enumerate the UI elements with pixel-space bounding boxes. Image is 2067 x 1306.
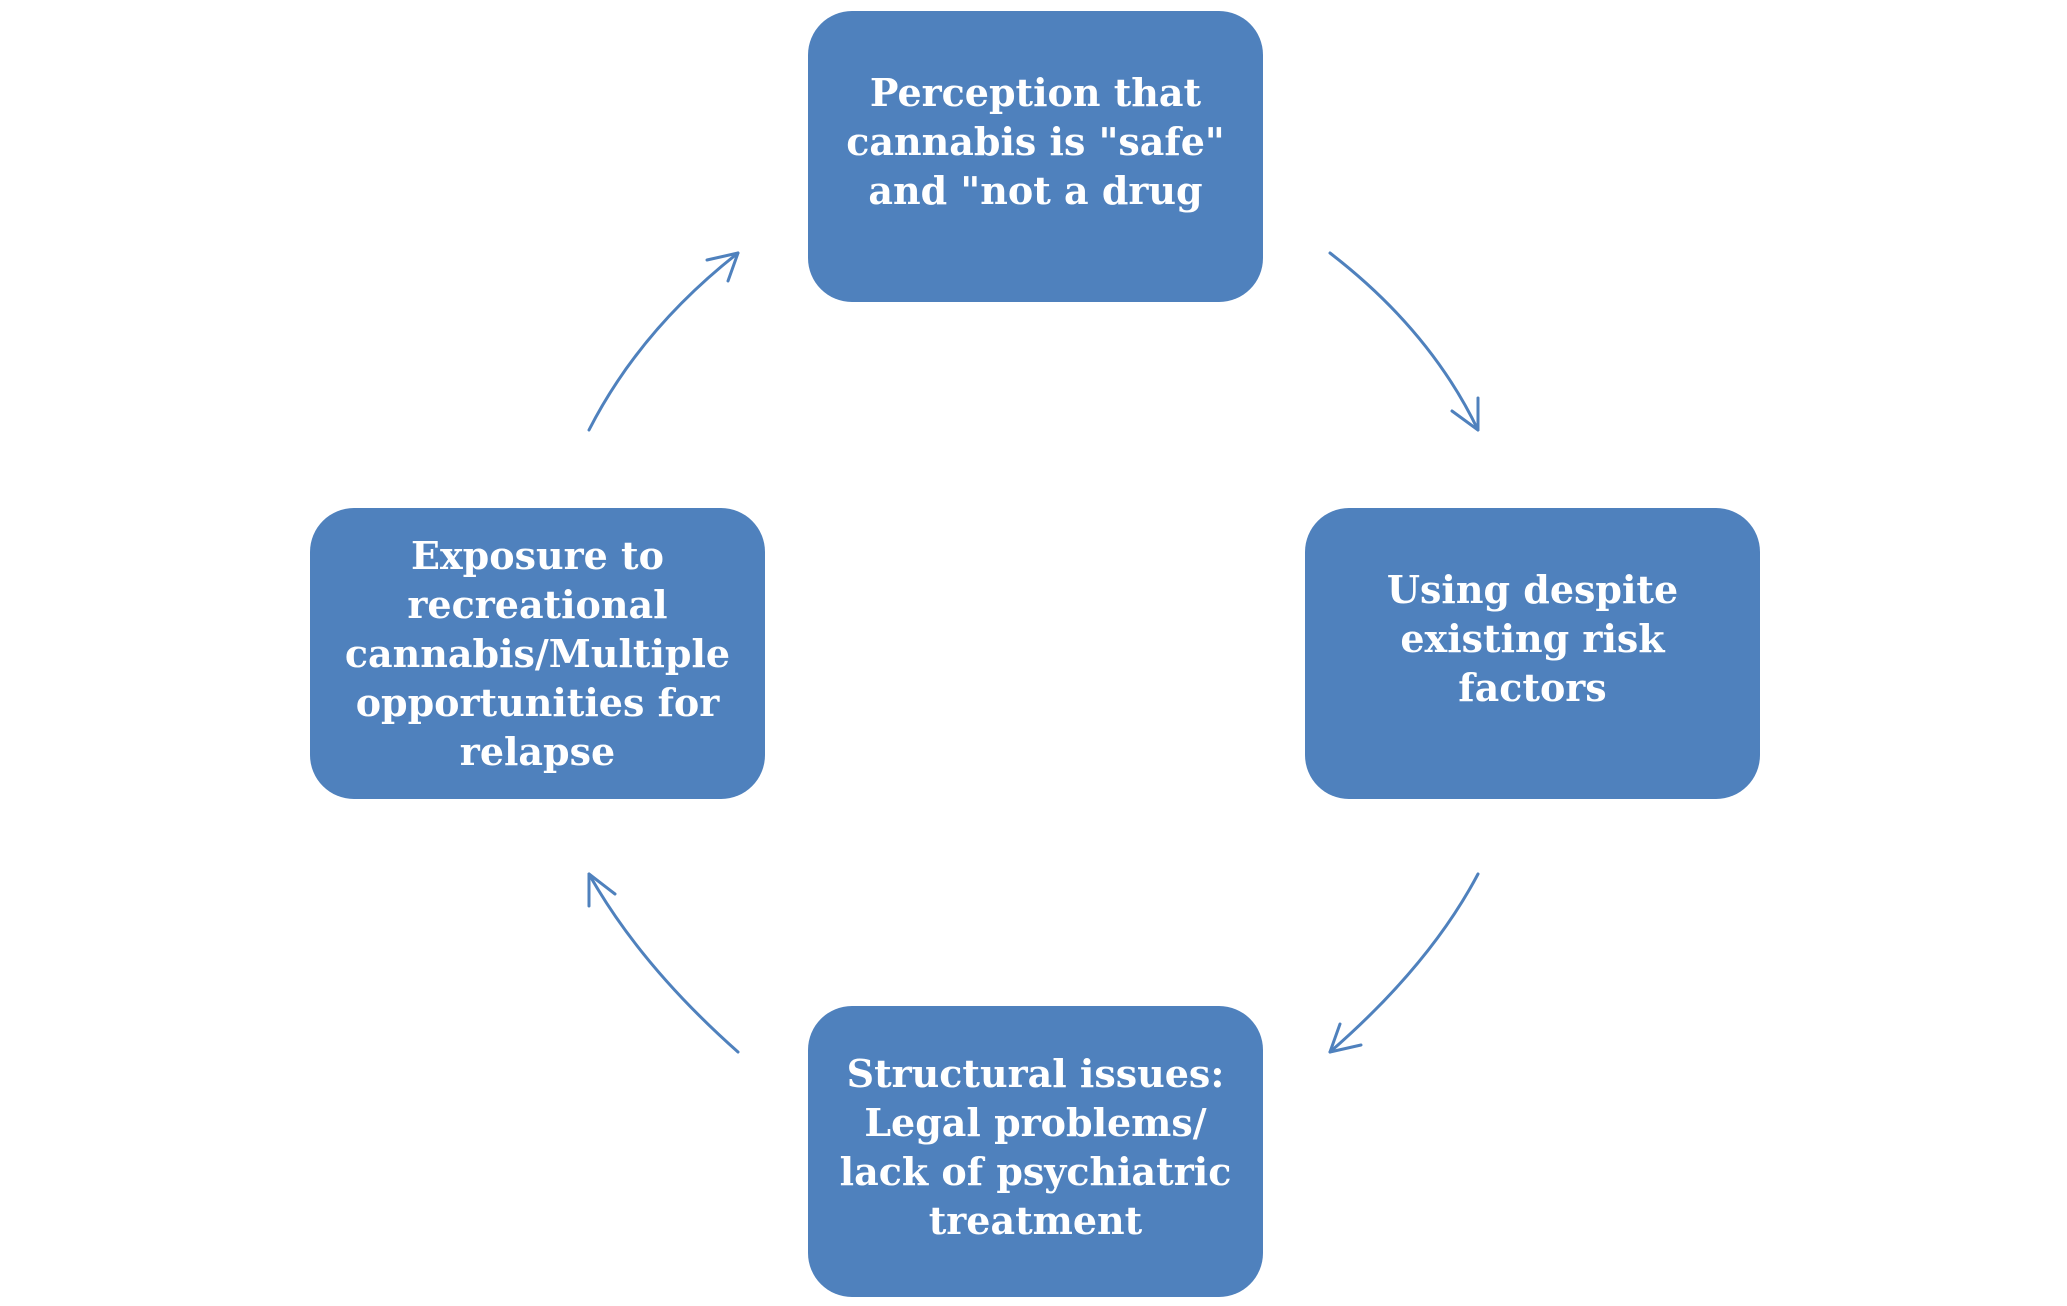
arrow-top-to-right	[1328, 251, 1480, 432]
arrow-left-to-top-head	[705, 251, 740, 283]
arrow-bottom-to-left-head	[587, 872, 617, 908]
arrow-left-to-top	[587, 251, 740, 432]
node-using-despite-risk: Using despite existing risk factors	[1305, 508, 1760, 799]
node-structural-issues: Structural issues: Legal problems/ lack …	[808, 1006, 1263, 1297]
node-perception-safe-label: Perception that cannabis is "safe" and "…	[846, 70, 1225, 213]
arrow-left-to-top-curve	[587, 251, 740, 432]
arrow-top-to-right-curve	[1328, 251, 1480, 432]
arrow-top-to-right-head	[1450, 396, 1480, 432]
arrow-right-to-bottom-head	[1328, 1022, 1363, 1054]
arrow-right-to-bottom-curve	[1328, 872, 1480, 1054]
arrow-right-to-bottom	[1328, 872, 1480, 1054]
node-exposure-recreational-label: Exposure to recreational cannabis/Multip…	[344, 533, 731, 774]
node-using-despite-risk-label: Using despite existing risk factors	[1386, 567, 1679, 710]
node-exposure-recreational: Exposure to recreational cannabis/Multip…	[310, 508, 765, 799]
arrow-bottom-to-left-curve	[587, 872, 740, 1054]
node-perception-safe: Perception that cannabis is "safe" and "…	[808, 11, 1263, 302]
arrow-bottom-to-left	[587, 872, 740, 1054]
node-structural-issues-label: Structural issues: Legal problems/ lack …	[839, 1050, 1232, 1243]
